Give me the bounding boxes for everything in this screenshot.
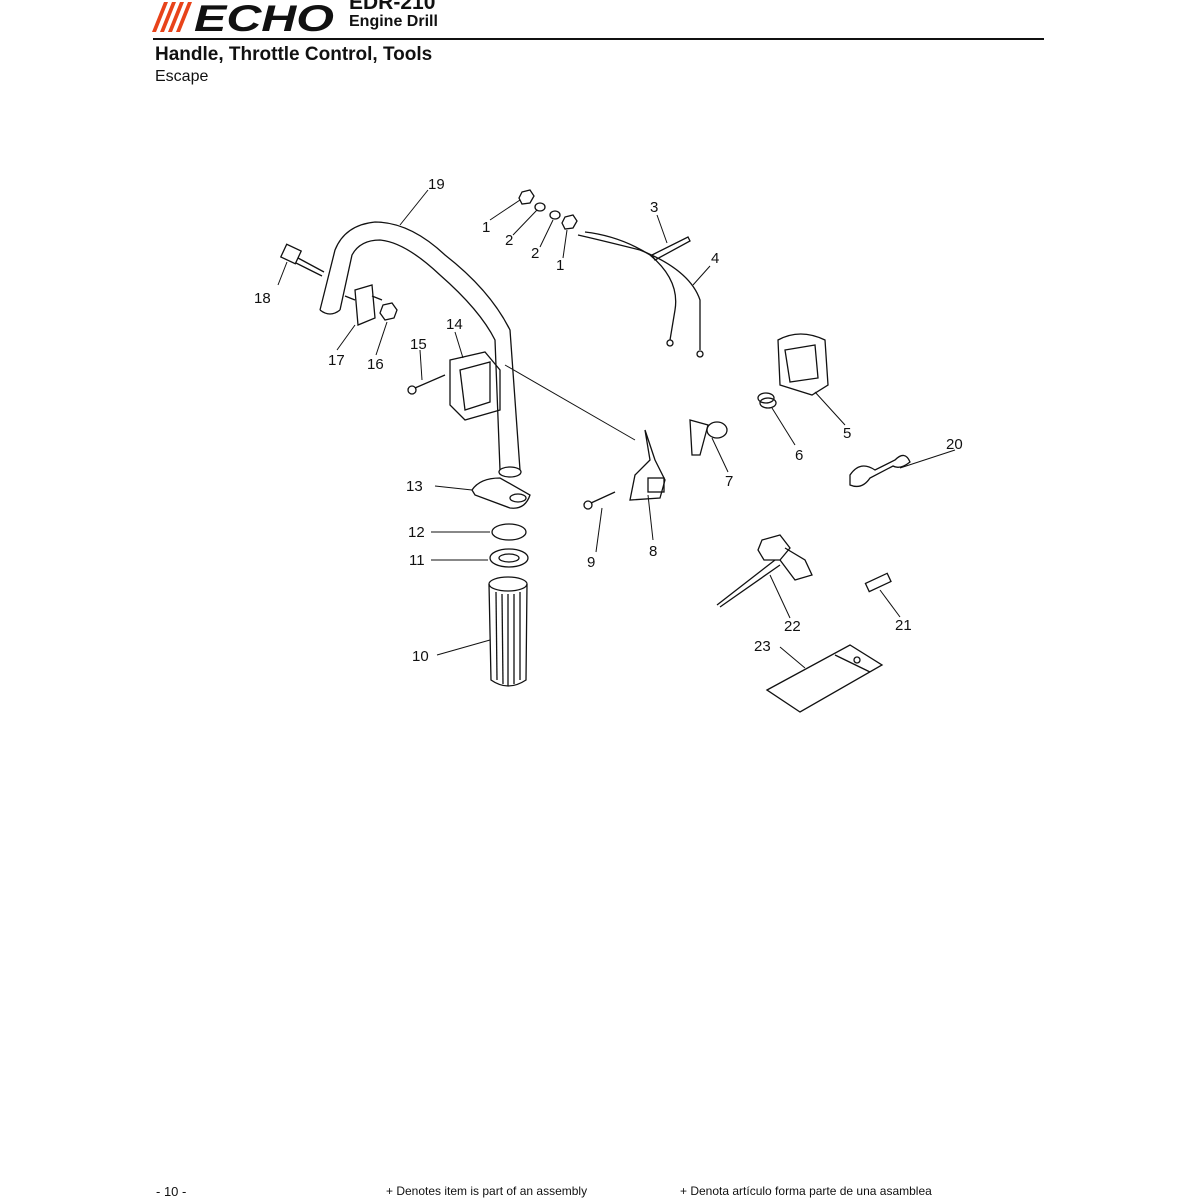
callout-13: 13 [406, 478, 423, 495]
cable-tie-part [651, 236, 691, 261]
callout-17: 17 [328, 352, 345, 369]
callout-1: 1 [482, 219, 490, 236]
nut-part [518, 189, 535, 205]
switch-housing-part [777, 333, 829, 396]
callout-16: 16 [367, 356, 384, 373]
nut-part [379, 302, 398, 321]
wrench-part [849, 454, 911, 488]
callout-2: 2 [531, 245, 539, 262]
callout-19: 19 [428, 176, 445, 193]
model-number: EDR-210 [349, 0, 436, 14]
callout-2: 2 [505, 232, 513, 249]
throttle-cable-part [577, 231, 704, 358]
callout-22: 22 [784, 618, 801, 635]
callout-1: 1 [556, 257, 564, 274]
logo-wordmark: ECHO [194, 0, 334, 34]
callout-7: 7 [725, 473, 733, 490]
echo-logo: ECHO [150, 0, 340, 34]
callout-20: 20 [946, 436, 963, 453]
callout-12: 12 [408, 524, 425, 541]
section-name: Escape [155, 68, 209, 85]
leader-lines [277, 189, 956, 669]
page-number: - 10 - [156, 1184, 187, 1199]
callout-21: 21 [895, 617, 912, 634]
bolt-part [279, 243, 325, 277]
pin-part [864, 572, 892, 593]
assembly-note-spanish: + Denota artículo forma parte de una asa… [680, 1184, 932, 1198]
screw-part [583, 491, 616, 510]
throttle-assembly-part [629, 429, 666, 501]
throttle-lever-part [689, 419, 728, 456]
callout-23: 23 [754, 638, 771, 655]
bracket-part [471, 477, 531, 509]
tool-bag-part [765, 644, 884, 713]
spark-plug-wrench-part [716, 534, 813, 608]
callout-11: 11 [409, 552, 425, 569]
spring-part [757, 392, 777, 409]
screw-part [407, 374, 446, 395]
ring-part [491, 523, 527, 541]
assembly-note-english: + Denotes item is part of an assembly [386, 1184, 588, 1198]
callout-6: 6 [795, 447, 803, 464]
callout-4: 4 [711, 250, 719, 267]
callout-14: 14 [446, 316, 463, 333]
product-name: Engine Drill [349, 13, 438, 30]
callout-8: 8 [649, 543, 657, 560]
callout-18: 18 [254, 290, 271, 307]
washer-part [534, 202, 546, 212]
grip-part [488, 576, 528, 687]
callout-9: 9 [587, 554, 595, 571]
callout-10: 10 [412, 648, 429, 665]
nut-part [561, 214, 578, 230]
handle-tube-part [319, 221, 522, 478]
callout-15: 15 [410, 336, 427, 353]
page-title: Handle, Throttle Control, Tools [155, 44, 433, 65]
header-rule [153, 38, 1044, 40]
handle-holder-part [449, 351, 501, 421]
callout-5: 5 [843, 425, 851, 442]
clamp-part [344, 284, 383, 326]
callout-3: 3 [650, 199, 658, 216]
washer-part [549, 210, 561, 220]
washer-part [489, 548, 529, 568]
